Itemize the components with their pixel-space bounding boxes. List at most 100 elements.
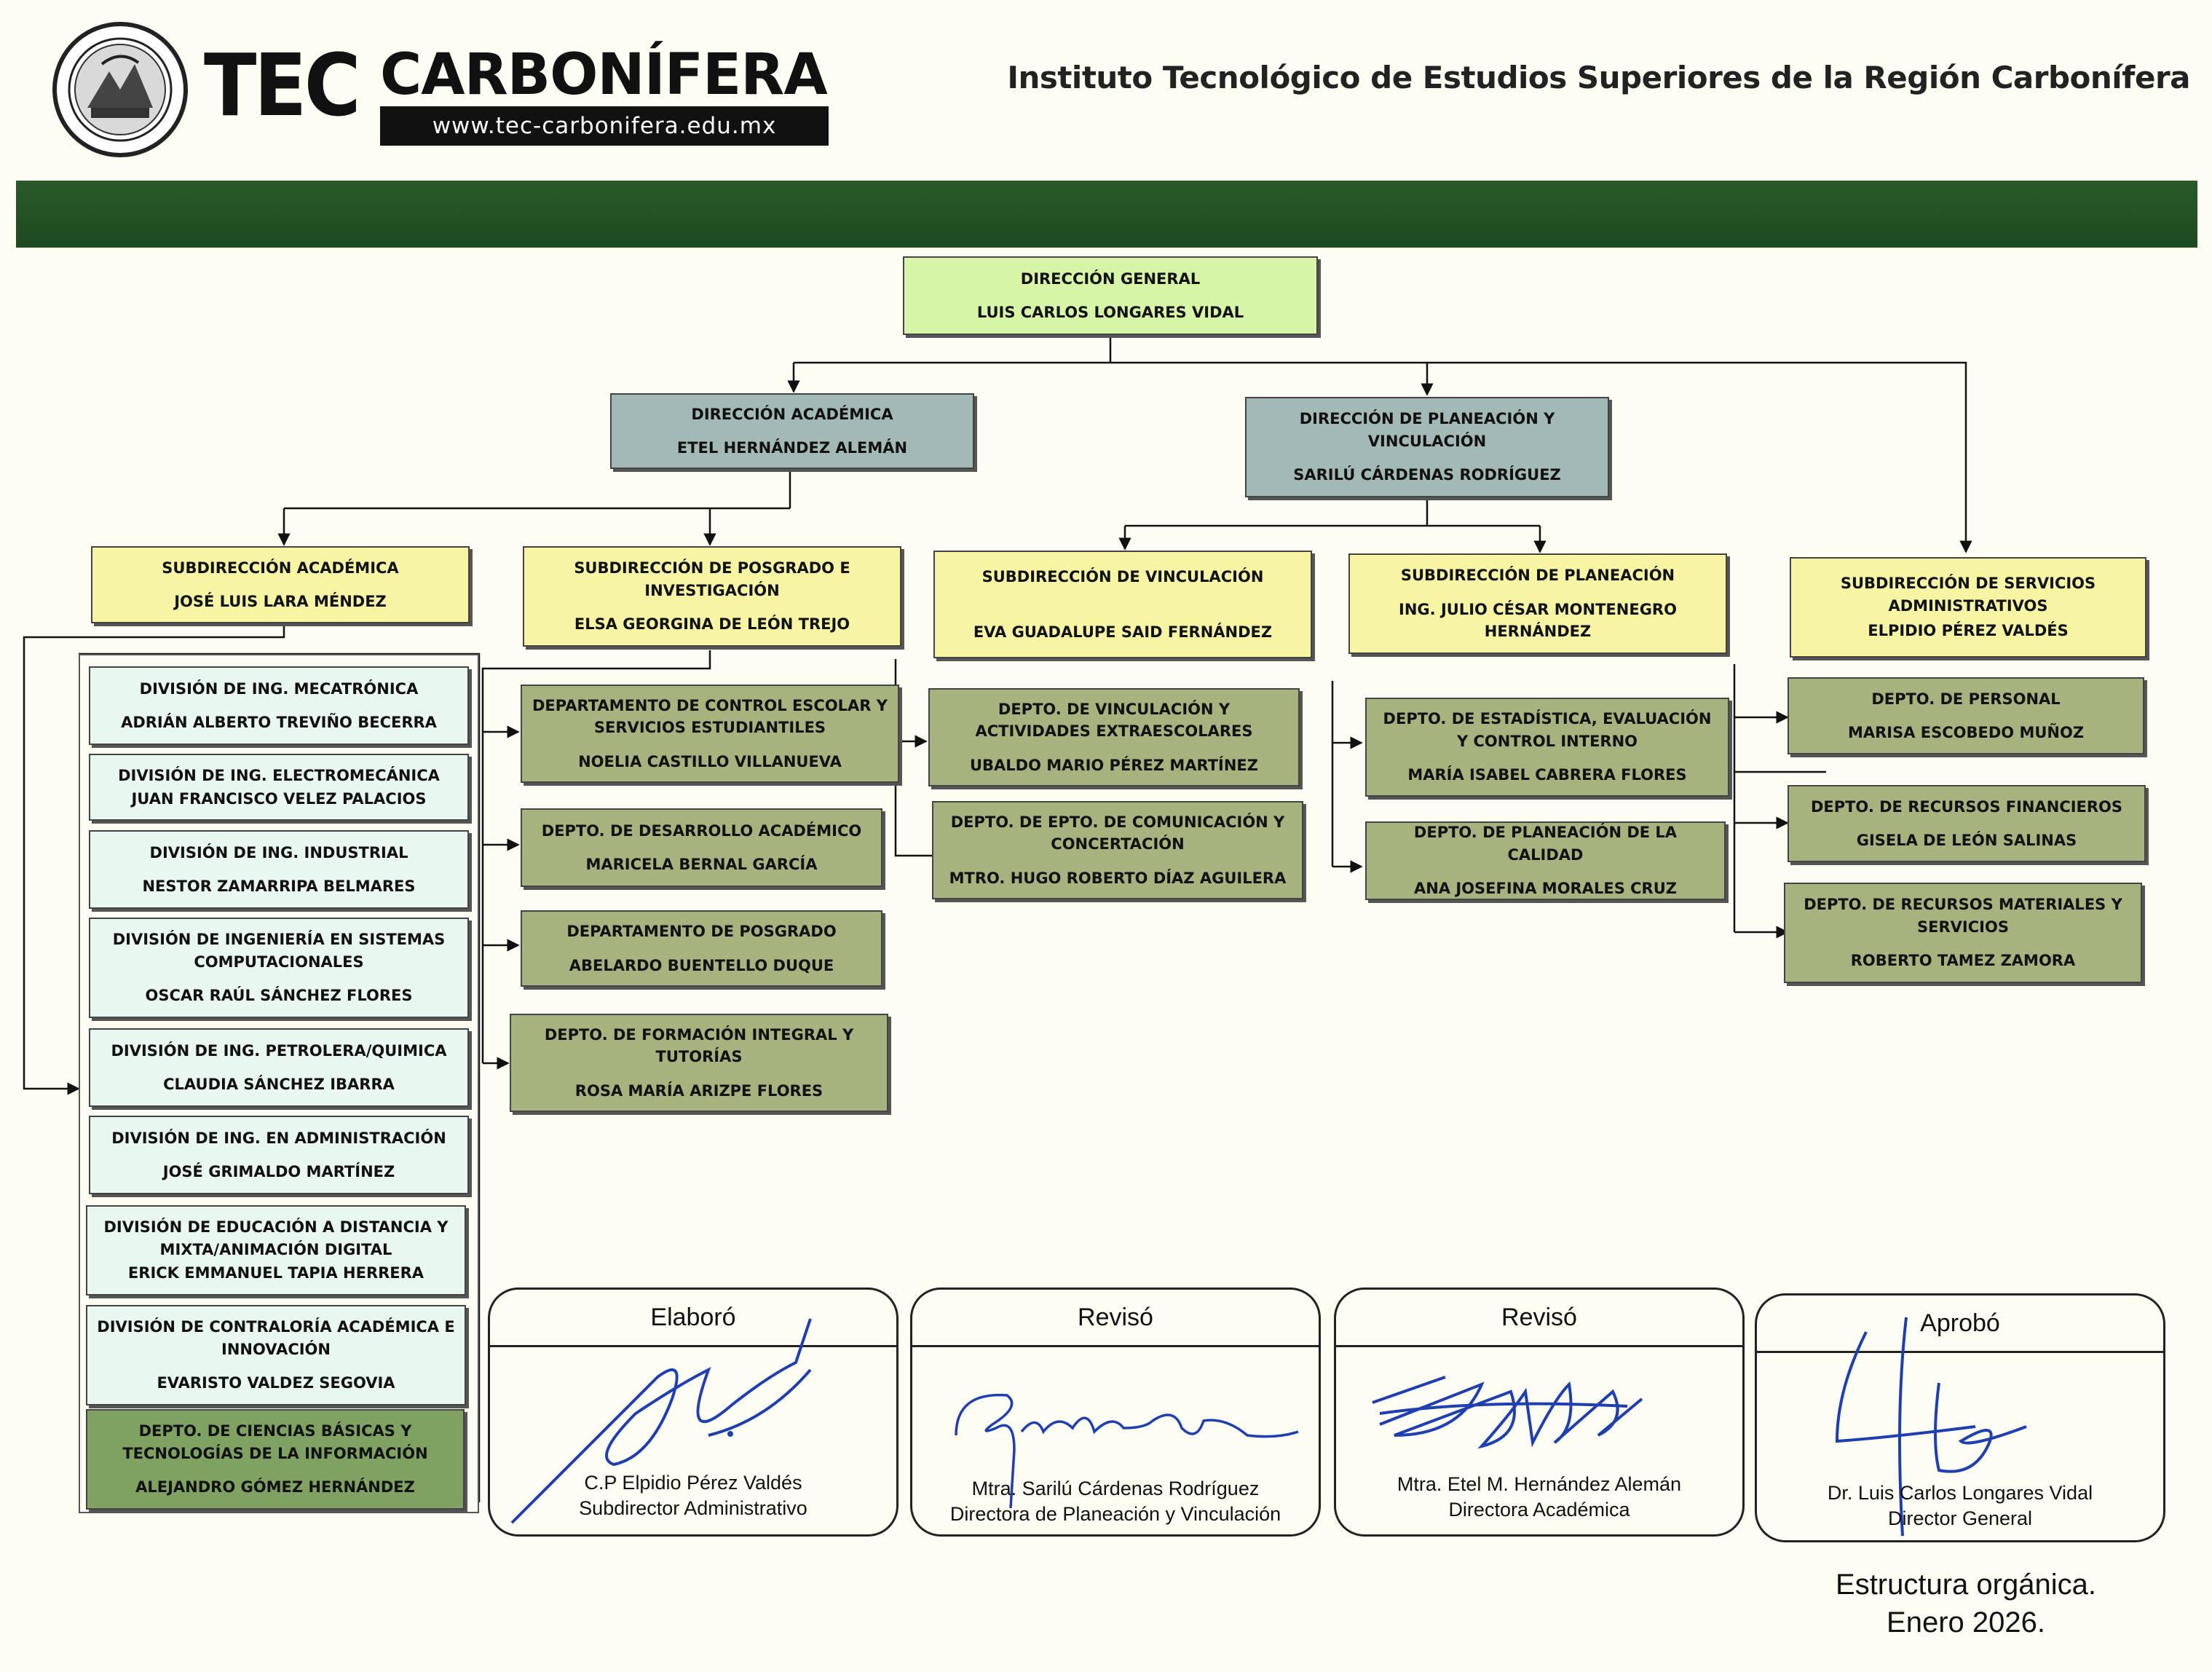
node-title: DEPTO. DE CIENCIAS BÁSICAS Y TECNOLOGÍAS… xyxy=(122,1422,428,1462)
node-title: DEPTO. DE ESTADÍSTICA, EVALUACIÓN Y CONT… xyxy=(1383,710,1712,750)
node-name: MARICELA BERNAL GARCÍA xyxy=(585,856,818,873)
node-direccion-general: DIRECCIÓN GENERAL LUIS CARLOS LONGARES V… xyxy=(903,256,1318,335)
node-division-administracion: DIVISIÓN DE ING. EN ADMINISTRACIÓN JOSÉ … xyxy=(89,1116,469,1194)
signer-role: Director General xyxy=(1887,1507,2033,1530)
node-name: SARILÚ CÁRDENAS RODRÍGUEZ xyxy=(1293,466,1561,484)
node-title: SUBDIRECCIÓN DE VINCULACIÓN xyxy=(981,567,1264,585)
node-depto-personal: DEPTO. DE PERSONAL MARISA ESCOBEDO MUÑOZ xyxy=(1788,677,2144,754)
signature-mark-icon xyxy=(1372,1376,1643,1449)
signer-name: C.P Elpidio Pérez Valdés xyxy=(584,1472,802,1494)
node-title: DEPTO. DE EPTO. DE COMUNICACIÓN Y CONCER… xyxy=(950,813,1285,853)
node-depto-estadistica: DEPTO. DE ESTADÍSTICA, EVALUACIÓN Y CONT… xyxy=(1365,698,1729,797)
node-title: DIVISIÓN DE ING. MECATRÓNICA xyxy=(139,679,419,698)
node-subdireccion-academica: SUBDIRECCIÓN ACADÉMICA JOSÉ LUIS LARA MÉ… xyxy=(91,546,470,623)
node-subdireccion-posgrado: SUBDIRECCIÓN DE POSGRADO E INVESTIGACIÓN… xyxy=(523,546,901,647)
signature-panel-reviso-planeacion: Revisó Mtra. Sarilú Cárdenas Rodríguez D… xyxy=(910,1287,1321,1537)
node-division-petrolera: DIVISIÓN DE ING. PETROLERA/QUIMICA CLAUD… xyxy=(89,1028,469,1107)
node-depto-recursos-materiales: DEPTO. DE RECURSOS MATERIALES Y SERVICIO… xyxy=(1784,883,2142,983)
signer-name: Mtra. Sarilú Cárdenas Rodríguez xyxy=(971,1478,1260,1499)
node-depto-desarrollo-academico: DEPTO. DE DESARROLLO ACADÉMICO MARICELA … xyxy=(521,808,882,887)
node-name: ETEL HERNÁNDEZ ALEMÁN xyxy=(676,439,908,457)
node-title: DIVISIÓN DE EDUCACIÓN A DISTANCIA Y MIXT… xyxy=(103,1218,449,1258)
header-banner xyxy=(16,181,2197,248)
node-depto-posgrado: DEPARTAMENTO DE POSGRADO ABELARDO BUENTE… xyxy=(521,910,882,987)
footer-line-1: Estructura orgánica. xyxy=(1836,1569,2096,1601)
signature-header: Revisó xyxy=(912,1290,1319,1347)
node-subdireccion-servicios: SUBDIRECCIÓN DE SERVICIOS ADMINISTRATIVO… xyxy=(1790,557,2146,658)
node-name: JOSÉ LUIS LARA MÉNDEZ xyxy=(174,593,387,610)
node-name: OSCAR RAÚL SÁNCHEZ FLORES xyxy=(145,987,413,1005)
node-subdireccion-planeacion: SUBDIRECCIÓN DE PLANEACIÓN ING. JULIO CÉ… xyxy=(1348,553,1727,654)
node-depto-vinculacion-actividades: DEPTO. DE VINCULACIÓN Y ACTIVIDADES EXTR… xyxy=(928,688,1300,786)
signature-mark-icon xyxy=(510,1318,812,1524)
node-title: DIVISIÓN DE ING. INDUSTRIAL xyxy=(149,843,408,861)
signature-header: Aprobó xyxy=(1757,1296,2163,1353)
node-title: DIVISIÓN DE ING. PETROLERA/QUIMICA xyxy=(111,1041,447,1060)
node-title: DEPARTAMENTO DE CONTROL ESCOLAR Y SERVIC… xyxy=(532,696,888,737)
node-title: DEPARTAMENTO DE POSGRADO xyxy=(566,923,837,941)
node-division-contraloria: DIVISIÓN DE CONTRALORÍA ACADÉMICA E INNO… xyxy=(86,1305,466,1405)
node-name: JUAN FRANCISCO VELEZ PALACIOS xyxy=(131,790,427,808)
node-title: DIRECCIÓN ACADÉMICA xyxy=(691,405,893,423)
node-division-electromecanica: DIVISIÓN DE ING. ELECTROMECÁNICA JUAN FR… xyxy=(89,754,469,821)
node-depto-control-escolar: DEPARTAMENTO DE CONTROL ESCOLAR Y SERVIC… xyxy=(521,685,899,783)
node-name: ABELARDO BUENTELLO DUQUE xyxy=(569,956,834,974)
node-title: DEPTO. DE RECURSOS MATERIALES Y SERVICIO… xyxy=(1804,896,2122,936)
institute-name: Instituto Tecnológico de Estudios Superi… xyxy=(1007,60,2190,95)
node-title: DEPTO. DE PLANEACIÓN DE LA CALIDAD xyxy=(1413,824,1678,864)
signature-mark-icon xyxy=(1835,1317,2027,1537)
node-title: DEPTO. DE VINCULACIÓN Y ACTIVIDADES EXTR… xyxy=(975,700,1253,741)
node-depto-recursos-financieros: DEPTO. DE RECURSOS FINANCIEROS GISELA DE… xyxy=(1788,785,2146,862)
node-name: ERICK EMMANUEL TAPIA HERRERA xyxy=(127,1264,424,1282)
node-name: ING. JULIO CÉSAR MONTENEGRO HERNÁNDEZ xyxy=(1399,600,1677,641)
node-title: DIVISIÓN DE ING. EN ADMINISTRACIÓN xyxy=(111,1129,446,1147)
node-name: ADRIÁN ALBERTO TREVIÑO BECERRA xyxy=(121,714,437,731)
node-title: SUBDIRECCIÓN DE PLANEACIÓN xyxy=(1400,567,1675,585)
node-name: NOELIA CASTILLO VILLANUEVA xyxy=(578,752,842,770)
institute-seal-icon xyxy=(52,22,188,157)
signature-mark-icon xyxy=(955,1393,1299,1509)
node-direccion-planeacion: DIRECCIÓN DE PLANEACIÓN Y VINCULACIÓN SA… xyxy=(1245,397,1609,497)
node-name: MARÍA ISABEL CABRERA FLORES xyxy=(1407,766,1687,784)
signature-header: Revisó xyxy=(1336,1290,1742,1347)
signer-role: Directora Académica xyxy=(1448,1499,1630,1521)
node-division-educacion-distancia: DIVISIÓN DE EDUCACIÓN A DISTANCIA Y MIXT… xyxy=(86,1205,466,1296)
signature-header: Elaboró xyxy=(490,1290,896,1347)
node-direccion-academica: DIRECCIÓN ACADÉMICA ETEL HERNÁNDEZ ALEMÁ… xyxy=(610,393,974,469)
node-name: EVA GUADALUPE SAID FERNÁNDEZ xyxy=(973,623,1273,641)
node-title: SUBDIRECCIÓN DE POSGRADO E INVESTIGACIÓN xyxy=(574,559,850,599)
document-footer: Estructura orgánica. Enero 2026. xyxy=(1820,1566,2112,1641)
signer-name: Dr. Luis Carlos Longares Vidal xyxy=(1827,1482,2093,1504)
node-title: DIRECCIÓN GENERAL xyxy=(1020,269,1201,288)
node-name: ROSA MARÍA ARIZPE FLORES xyxy=(574,1081,823,1100)
signature-panel-aprobo: Aprobó Dr. Luis Carlos Longares Vidal Di… xyxy=(1755,1293,2165,1542)
node-depto-formacion-integral: DEPTO. DE FORMACIÓN INTEGRAL Y TUTORÍAS … xyxy=(510,1014,888,1112)
signer-name: Mtra. Etel M. Hernández Alemán xyxy=(1397,1473,1682,1495)
node-name: ELPIDIO PÉREZ VALDÉS xyxy=(1868,622,2069,640)
node-name: GISELA DE LEÓN SALINAS xyxy=(1856,832,2077,849)
website-link[interactable]: www.tec-carbonifera.edu.mx xyxy=(380,106,829,146)
node-name: NESTOR ZAMARRIPA BELMARES xyxy=(142,878,416,895)
node-title: DEPTO. DE FORMACIÓN INTEGRAL Y TUTORÍAS xyxy=(544,1025,854,1066)
node-title: DIVISIÓN DE CONTRALORÍA ACADÉMICA E INNO… xyxy=(97,1318,455,1358)
node-name: ELSA GEORGINA DE LEÓN TREJO xyxy=(574,615,850,634)
node-division-sistemas: DIVISIÓN DE INGENIERÍA EN SISTEMAS COMPU… xyxy=(89,918,469,1018)
node-name: MARISA ESCOBEDO MUÑOZ xyxy=(1847,724,2085,741)
signer-role: Subdirector Administrativo xyxy=(579,1497,807,1520)
node-name: MTRO. HUGO ROBERTO DÍAZ AGUILERA xyxy=(949,869,1287,887)
node-title: DEPTO. DE DESARROLLO ACADÉMICO xyxy=(541,821,862,840)
node-name: EVARISTO VALDEZ SEGOVIA xyxy=(157,1374,395,1392)
node-title: DIVISIÓN DE INGENIERÍA EN SISTEMAS COMPU… xyxy=(112,931,446,971)
node-division-industrial: DIVISIÓN DE ING. INDUSTRIAL NESTOR ZAMAR… xyxy=(89,830,469,909)
node-name: JOSÉ GRIMALDO MARTÍNEZ xyxy=(162,1163,395,1180)
node-title: DIVISIÓN DE ING. ELECTROMECÁNICA xyxy=(118,766,440,784)
logo-tec-text: TEC xyxy=(204,35,361,135)
node-name: UBALDO MARIO PÉREZ MARTÍNEZ xyxy=(969,756,1259,774)
node-title: DEPTO. DE PERSONAL xyxy=(1871,690,2061,708)
node-division-mecatronica: DIVISIÓN DE ING. MECATRÓNICA ADRIÁN ALBE… xyxy=(89,666,469,745)
node-name: ALEJANDRO GÓMEZ HERNÁNDEZ xyxy=(135,1478,415,1496)
signer-role: Directora de Planeación y Vinculación xyxy=(949,1503,1281,1526)
node-title: SUBDIRECCIÓN DE SERVICIOS ADMINISTRATIVO… xyxy=(1840,575,2096,615)
logo-carbonifera-text: CARBONÍFERA xyxy=(380,42,828,108)
footer-line-2: Enero 2026. xyxy=(1887,1606,2045,1639)
